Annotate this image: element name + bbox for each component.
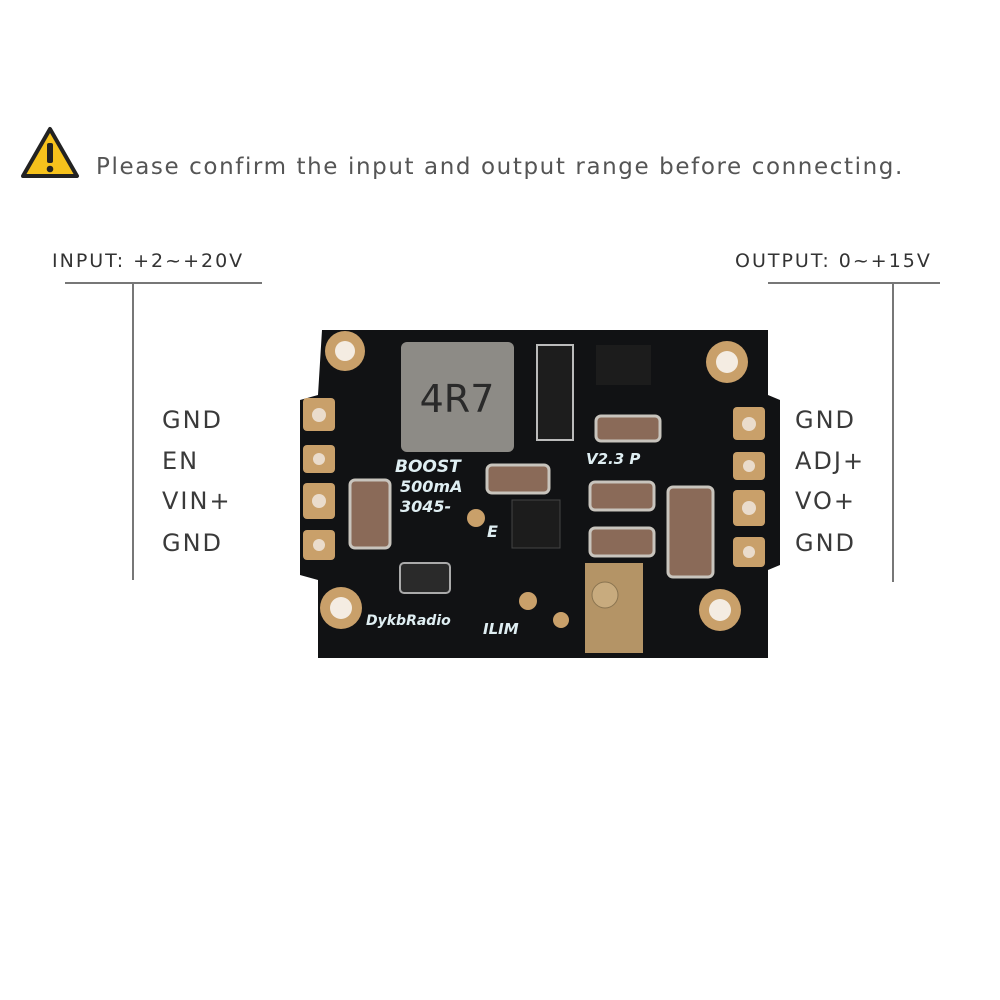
- input-pads: [303, 398, 335, 560]
- warning-text: Please confirm the input and output rang…: [96, 154, 904, 180]
- silk-current: 500mA: [400, 477, 462, 496]
- input-underline: [65, 282, 262, 284]
- input-pin-gnd-2: GND: [162, 529, 224, 557]
- silk-boost: BOOST: [395, 457, 462, 477]
- output-pin-adj: ADJ+: [795, 447, 866, 475]
- silk-ilim: ILIM: [483, 620, 519, 638]
- potentiometer: [585, 563, 643, 653]
- inductor: [401, 342, 514, 452]
- output-leader-line: [892, 283, 894, 582]
- capacitors: [348, 414, 715, 579]
- input-leader-line: [132, 283, 134, 580]
- silk-e: E: [487, 522, 498, 541]
- output-pin-gnd-2: GND: [795, 529, 857, 557]
- output-pin-vo: VO+: [795, 487, 856, 515]
- silk-version: V2.3 P: [586, 450, 640, 468]
- inductor-marking: 4R7: [420, 377, 495, 421]
- silk-code: 3045-: [400, 497, 451, 516]
- output-pin-gnd-1: GND: [795, 406, 857, 434]
- input-range-label: INPUT: +2~+20V: [52, 250, 245, 272]
- warning-triangle-icon: [21, 127, 79, 178]
- input-pin-vin: VIN+: [162, 487, 232, 515]
- output-underline: [768, 282, 940, 284]
- output-range-label: OUTPUT: 0~+15V: [735, 250, 932, 272]
- input-pin-gnd-1: GND: [162, 406, 224, 434]
- silk-brand: DykbRadio: [366, 613, 451, 629]
- input-pin-en: EN: [162, 447, 200, 475]
